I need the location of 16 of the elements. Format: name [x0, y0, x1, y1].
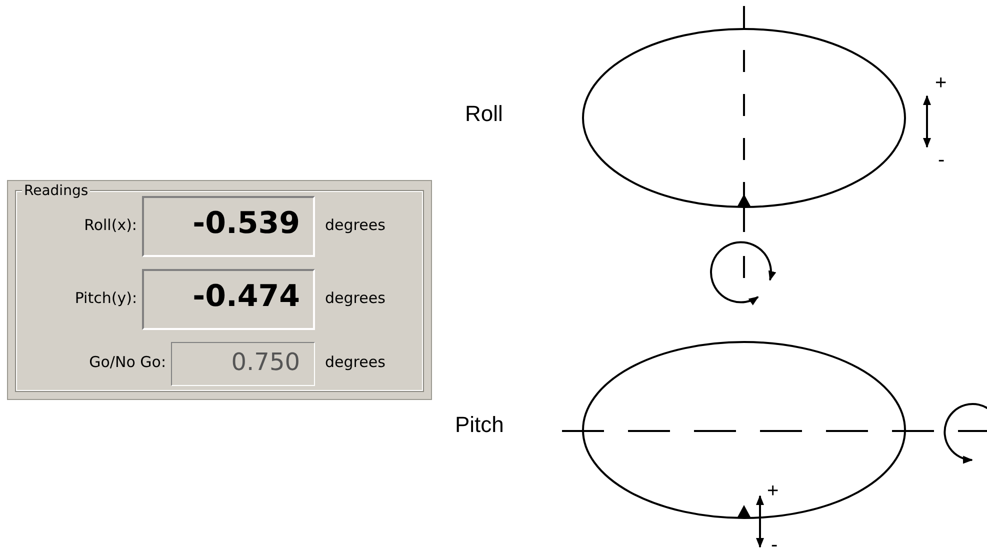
sign-label: - — [938, 150, 945, 170]
reading-value: 0.750 — [231, 350, 300, 374]
field-label: Roll(x): — [84, 218, 137, 233]
sign-label: + — [935, 73, 947, 93]
unit-label: degrees — [325, 218, 386, 233]
field-label: Go/No Go: — [89, 355, 166, 370]
field-label: Pitch(y): — [74, 291, 137, 306]
axis-label: Roll — [465, 103, 503, 125]
axis-label: Pitch — [455, 414, 504, 436]
reading-value: -0.539 — [192, 209, 300, 239]
reading-value: -0.474 — [192, 282, 300, 312]
panel-title: Readings — [22, 184, 90, 198]
sign-label: - — [771, 535, 778, 555]
sign-label: + — [767, 481, 779, 501]
unit-label: degrees — [325, 291, 386, 306]
unit-label: degrees — [325, 355, 386, 370]
